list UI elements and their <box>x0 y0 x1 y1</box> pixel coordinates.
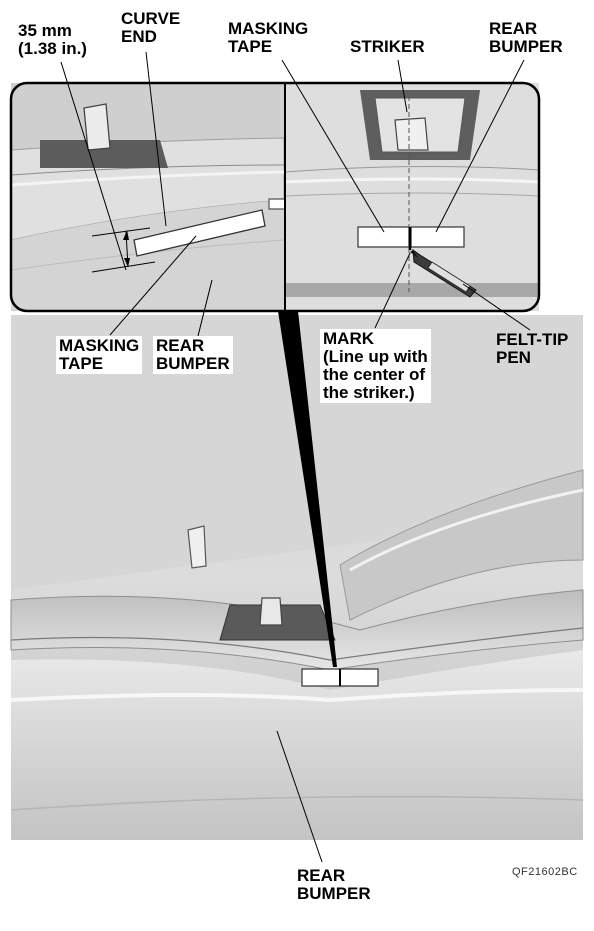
inset-right-panel <box>285 83 539 311</box>
rear-bumper-bottom-label: REAR BUMPER <box>297 867 371 903</box>
dimension-label: 35 mm (1.38 in.) <box>18 22 87 58</box>
striker-label: STRIKER <box>350 38 425 56</box>
curve-end-label: CURVE END <box>121 10 180 46</box>
figure-code: QF21602BC <box>512 866 578 878</box>
masking-tape-bottom-label: MASKING TAPE <box>56 336 142 374</box>
masking-tape-top-label: MASKING TAPE <box>228 20 308 56</box>
rear-bumper-mid-label: REAR BUMPER <box>153 336 233 374</box>
inset-frame <box>11 83 539 311</box>
mark-label: MARK (Line up with the center of the str… <box>320 329 431 403</box>
rear-bumper-top-label: REAR BUMPER <box>489 20 563 56</box>
felt-tip-pen-label: FELT-TIP PEN <box>496 331 568 367</box>
inset-left-panel <box>11 83 284 311</box>
